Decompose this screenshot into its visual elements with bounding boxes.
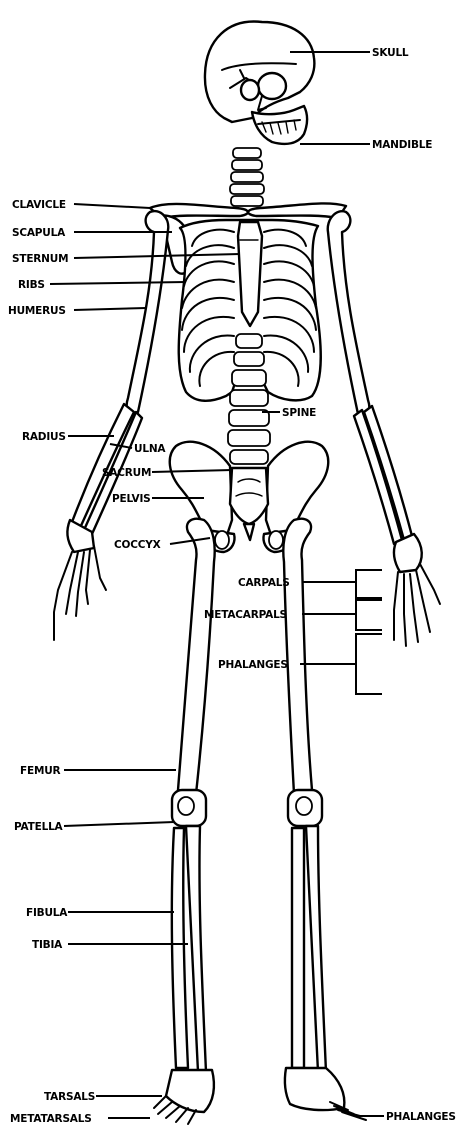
label-metacarpals: METACARPALS [204, 609, 287, 621]
right-leg-drawing [283, 519, 326, 1072]
label-sternum: STERNUM [12, 253, 68, 265]
label-phalanges-hand: PHALANGES [218, 659, 288, 671]
label-tarsals: TARSALS [44, 1091, 95, 1103]
label-metatarsals: METATARSALS [10, 1113, 92, 1125]
right-arm-drawing [328, 211, 412, 544]
label-tibia: TIBIA [32, 939, 63, 951]
left-foot-drawing [154, 1070, 214, 1124]
lumbar-spine-drawing [228, 334, 270, 464]
label-coccyx: COCCYX [114, 539, 161, 551]
cervical-spine-drawing [230, 148, 264, 206]
label-clavicle: CLAVICLE [12, 199, 66, 211]
skull-drawing [205, 22, 314, 122]
label-ribs: RIBS [18, 279, 45, 291]
label-phalanges-foot: PHALANGES [386, 1111, 456, 1123]
left-leg-drawing [172, 519, 215, 1072]
label-radius: RADIUS [22, 431, 66, 443]
label-scapula: SCAPULA [12, 227, 66, 239]
label-mandible: MANDIBLE [372, 139, 432, 151]
left-hand-drawing [54, 520, 106, 640]
label-carpals: CARPALS [238, 577, 290, 589]
left-arm-drawing [72, 211, 168, 534]
label-pelvis: PELVIS [112, 493, 151, 505]
right-foot-drawing [285, 1068, 366, 1120]
label-skull: SKULL [372, 47, 409, 59]
label-ulna: ULNA [134, 443, 166, 455]
label-sacrum: SACRUM [102, 467, 151, 479]
label-patella: PATELLA [14, 821, 64, 833]
label-spine: SPINE [282, 407, 316, 419]
label-femur: FEMUR [20, 765, 61, 777]
right-hand-drawing [394, 534, 440, 646]
label-fibula: FIBULA [26, 907, 68, 919]
label-humerus: HUMERUS [8, 305, 66, 317]
